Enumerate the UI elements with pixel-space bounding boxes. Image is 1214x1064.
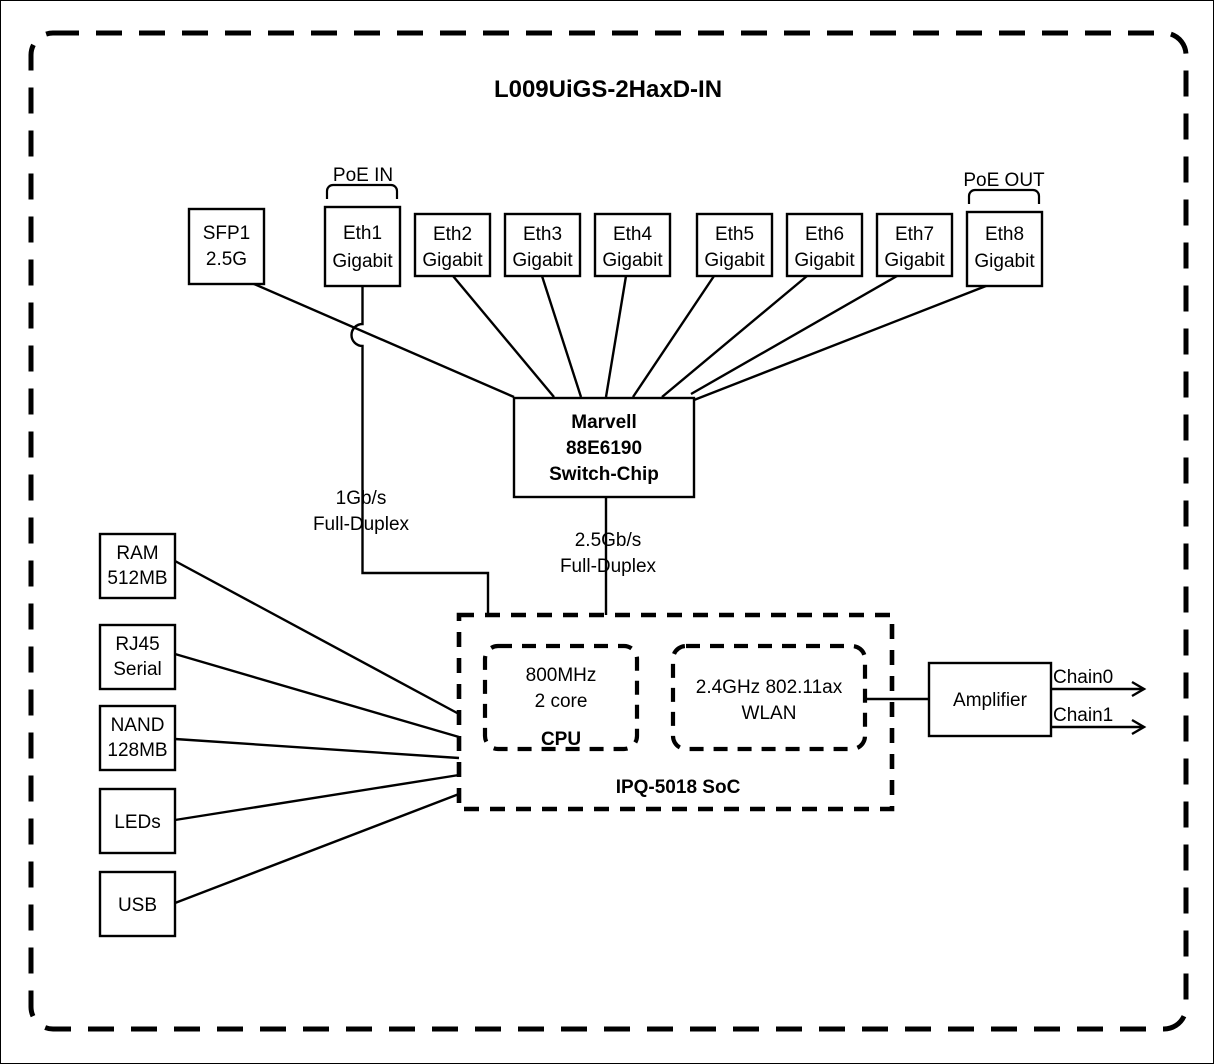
link-eth3-to-switch (540, 275, 583, 398)
link-eth2-to-switch (452, 275, 555, 398)
peripheral-detail: Serial (113, 659, 162, 680)
port-box-eth4[interactable]: Eth4 Gigabit (593, 212, 672, 278)
peripheral-name: NAND (111, 715, 165, 736)
peripheral-name: USB (118, 895, 157, 916)
peripheral-detail: 512MB (107, 568, 167, 589)
amplifier-label: Amplifier (953, 690, 1028, 711)
amplifier-box[interactable]: Amplifier (927, 661, 1053, 738)
port-speed: Gigabit (794, 250, 855, 271)
port-name: Eth5 (715, 224, 754, 245)
peripheral-box-usb[interactable]: USB (98, 870, 177, 938)
port-box-eth8[interactable]: Eth8 Gigabit (965, 210, 1044, 288)
port-speed: Gigabit (704, 250, 765, 271)
port-name: Eth6 (805, 224, 844, 245)
peripheral-box-nand[interactable]: NAND 128MB (98, 704, 177, 772)
port-box-eth6[interactable]: Eth6 Gigabit (785, 212, 864, 278)
port-speed: Gigabit (422, 250, 483, 271)
device-boundary (28, 30, 1189, 1032)
port-box-sfp1[interactable]: SFP1 2.5G (187, 207, 266, 286)
port-box-eth2[interactable]: Eth2 Gigabit (413, 212, 492, 278)
port-box-eth3[interactable]: Eth3 Gigabit (503, 212, 582, 278)
chain0-label: Chain0 (1053, 667, 1113, 688)
port-speed: Gigabit (884, 250, 945, 271)
soc-boundary (456, 612, 895, 812)
port-name: Eth8 (985, 224, 1024, 245)
port-speed: Gigabit (602, 250, 663, 271)
poe-in-label: PoE IN (333, 165, 393, 186)
port-speed: Gigabit (512, 250, 573, 271)
cpu-block[interactable]: 800MHz 2 core CPU (482, 643, 640, 752)
peripheral-box-rj45-serial[interactable]: RJ45 Serial (98, 623, 177, 691)
link-eth1-to-soc (350, 286, 490, 615)
link-eth7-to-switch (690, 274, 898, 396)
peripheral-name: RJ45 (115, 634, 159, 655)
cpu-label: CPU (541, 729, 581, 750)
peripheral-detail: 128MB (107, 740, 167, 761)
port-box-eth7[interactable]: Eth7 Gigabit (875, 212, 954, 278)
wlan-radio: 2.4GHz 802.11ax (696, 677, 843, 698)
switch-chip-type: Switch-Chip (549, 464, 659, 485)
soc-label: IPQ-5018 SoC (616, 777, 741, 798)
switch-chip-vendor: Marvell (571, 412, 636, 433)
link-label-switch: 2.5Gb/s Full-Duplex (560, 530, 657, 577)
port-box-eth5[interactable]: Eth5 Gigabit (695, 212, 774, 278)
link-usb-to-soc (174, 792, 460, 905)
switch-chip-box[interactable]: Marvell 88E6190 Switch-Chip (512, 396, 696, 499)
page-title: L009UiGS-2HaxD-IN (494, 76, 722, 103)
chain1-label: Chain1 (1053, 705, 1113, 726)
link-speed: 2.5Gb/s (575, 530, 642, 551)
cpu-cores: 2 core (535, 691, 588, 712)
wlan-block[interactable]: 2.4GHz 802.11ax WLAN (670, 643, 868, 752)
link-rj45-to-soc (174, 652, 460, 739)
link-eth6-to-switch (661, 275, 808, 398)
wlan-label: WLAN (742, 703, 797, 724)
port-name: Eth7 (895, 224, 934, 245)
link-eth4-to-switch (604, 275, 628, 398)
port-name: Eth4 (613, 224, 653, 245)
link-speed: 1Gb/s (336, 488, 387, 509)
port-speed: 2.5G (206, 249, 247, 270)
switch-chip-model: 88E6190 (566, 438, 642, 459)
poe-out-bracket (967, 188, 1041, 204)
link-duplex: Full-Duplex (560, 556, 657, 577)
link-eth5-to-switch (632, 275, 715, 398)
link-label-eth1: 1Gb/s Full-Duplex (313, 488, 410, 535)
link-leds-to-soc (174, 773, 460, 822)
port-box-eth1[interactable]: Eth1 Gigabit (323, 205, 402, 288)
link-duplex: Full-Duplex (313, 514, 410, 535)
peripheral-box-ram[interactable]: RAM 512MB (98, 532, 177, 600)
port-speed: Gigabit (332, 251, 393, 272)
poe-in-bracket (325, 183, 399, 199)
poe-out-label: PoE OUT (963, 170, 1045, 191)
peripheral-box-leds[interactable]: LEDs (98, 787, 177, 855)
link-ram-to-soc (174, 559, 460, 716)
link-eth8-to-switch (693, 284, 987, 402)
port-name: SFP1 (203, 223, 251, 244)
port-name: Eth2 (433, 224, 472, 245)
port-speed: Gigabit (974, 251, 1035, 272)
link-nand-to-soc (174, 737, 460, 760)
peripheral-name: RAM (116, 543, 158, 564)
chain1-line (1051, 718, 1147, 736)
cpu-clock: 800MHz (526, 665, 597, 686)
port-name: Eth3 (523, 224, 562, 245)
port-name: Eth1 (343, 223, 382, 244)
chain0-line (1051, 680, 1147, 698)
link-sfp1-to-switch (253, 282, 515, 399)
peripheral-name: LEDs (114, 812, 160, 833)
